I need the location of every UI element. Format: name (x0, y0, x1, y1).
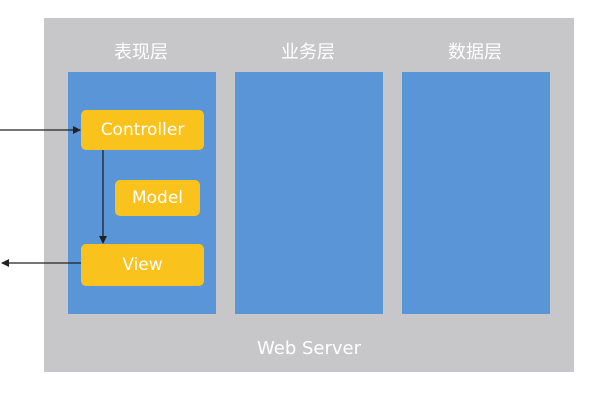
view-box: View (81, 244, 204, 286)
web-server-label: Web Server (257, 338, 361, 359)
model-box: Model (115, 180, 200, 216)
controller-box: Controller (81, 110, 204, 150)
presentation-layer-title: 表现层 (114, 42, 168, 63)
business-layer-title: 业务层 (281, 42, 335, 63)
data-layer-column (402, 72, 550, 314)
data-layer-title: 数据层 (448, 42, 502, 63)
business-layer-column (235, 72, 383, 314)
